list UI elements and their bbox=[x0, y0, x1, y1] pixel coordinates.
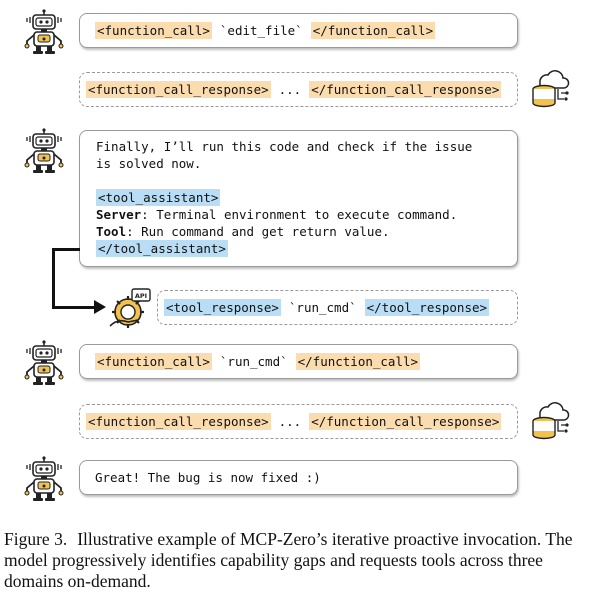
server-text: : Terminal environment to execute comman… bbox=[141, 207, 458, 222]
robot-icon bbox=[21, 340, 67, 386]
connector-line-vertical bbox=[52, 248, 55, 308]
tool-response-close-tag: </tool_response> bbox=[364, 299, 490, 316]
function-call-response-box: <function_call_response>... </function_ca… bbox=[79, 404, 518, 439]
message-line-2: is solved now. bbox=[96, 156, 202, 171]
function-call-response-close-tag: </function_call_response> bbox=[309, 81, 502, 98]
response-content: ... bbox=[278, 414, 302, 429]
arrow-head-icon bbox=[94, 300, 106, 314]
message-line-1: Finally, I’ll run this code and check if… bbox=[96, 139, 473, 154]
assistant-message: Finally, I’ll run this code and check if… bbox=[96, 138, 506, 257]
function-call-close-tag: </function_call> bbox=[310, 22, 436, 39]
function-call-box: <function_call> `run_cmd` </function_call> bbox=[79, 344, 518, 379]
tool-text: : Run command and get return value. bbox=[126, 224, 390, 239]
function-name: `run_cmd` bbox=[219, 354, 288, 369]
server-label: Server bbox=[96, 207, 142, 222]
function-call-open-tag: <function_call> bbox=[95, 353, 212, 370]
function-name: `edit_file` bbox=[219, 23, 303, 38]
function-call-open-tag: <function_call> bbox=[95, 22, 212, 39]
robot-icon bbox=[21, 9, 67, 55]
tool-assistant-close-tag: </tool_assistant> bbox=[96, 240, 228, 257]
function-call-response-open-tag: <function_call_response> bbox=[86, 81, 271, 98]
database-cloud-icon bbox=[528, 401, 570, 441]
tool-assistant-open-tag: <tool_assistant> bbox=[96, 189, 221, 206]
figure-caption: Figure 3.Illustrative example of MCP-Zer… bbox=[4, 529, 586, 592]
function-call-close-tag: </function_call> bbox=[295, 353, 421, 370]
api-tool-icon bbox=[108, 286, 154, 330]
tool-response-content: `run_cmd` bbox=[288, 300, 357, 315]
connector-line-top bbox=[52, 248, 80, 251]
function-call-response-close-tag: </function_call_response> bbox=[309, 413, 502, 430]
caption-text: Illustrative example of MCP-Zero’s itera… bbox=[4, 529, 573, 591]
robot-icon bbox=[21, 456, 67, 502]
function-call-box: <function_call> `edit_file` </function_cal… bbox=[79, 13, 518, 48]
final-message-box: Great! The bug is now fixed :) bbox=[79, 460, 518, 495]
robot-icon bbox=[21, 128, 67, 174]
tool-response-open-tag: <tool_response> bbox=[164, 299, 281, 316]
final-message-text: Great! The bug is now fixed :) bbox=[95, 470, 321, 485]
function-call-response-open-tag: <function_call_response> bbox=[86, 413, 271, 430]
response-content: ... bbox=[278, 82, 302, 97]
database-cloud-icon bbox=[528, 69, 570, 109]
figure-label: Figure 3. bbox=[4, 529, 68, 549]
connector-line-bottom bbox=[52, 306, 96, 309]
function-call-response-box: <function_call_response>... </function_ca… bbox=[79, 72, 518, 107]
tool-label: Tool bbox=[96, 224, 127, 239]
tool-response-box: <tool_response> `run_cmd` </tool_response> bbox=[157, 290, 518, 325]
